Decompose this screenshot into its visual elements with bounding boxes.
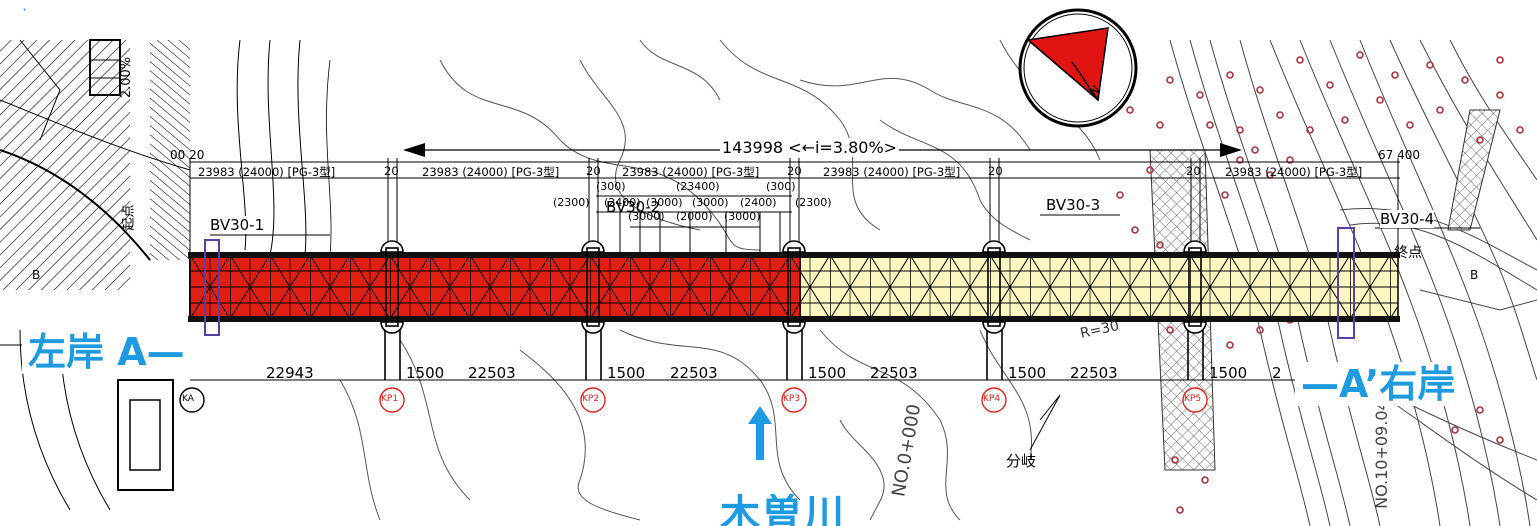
bridge-deck xyxy=(188,227,1400,339)
end-point-label: 終点 xyxy=(1394,245,1422,261)
joint-label: 20 xyxy=(1186,164,1201,178)
bottom-dim: 2 xyxy=(1272,364,1282,382)
pier-label-KP1: KP1 xyxy=(381,394,399,404)
km-label-right: NO.10+09.044 xyxy=(1371,390,1391,509)
left-bank-label: 左岸 A— xyxy=(22,330,191,374)
pier-label-KA: KA xyxy=(182,394,194,404)
left-bank-terrain xyxy=(0,39,332,511)
span-label: 23983 (24000) [PG-3型] xyxy=(198,165,336,179)
pier-label-KP2: KP2 xyxy=(582,394,600,404)
span-label: 23983 (24000) [PG-3型] xyxy=(622,165,760,179)
title-partial: · xyxy=(22,0,28,19)
detail-dim: (2300) xyxy=(553,196,590,209)
detail-dim: (300) xyxy=(596,180,626,193)
bottom-dimension-row: 22943 1500 22503 1500 22503 1500 22503 1… xyxy=(0,364,1537,382)
right-edge-dim: 67 400 xyxy=(1378,148,1420,162)
joint-label: 20 xyxy=(384,164,399,178)
section-mark-left: B xyxy=(32,268,41,282)
left-edge-dim: 00 20 xyxy=(170,148,205,162)
bottom-dim: 1500 xyxy=(406,364,445,382)
compass-icon xyxy=(1018,8,1138,128)
span-label: 23983 (24000) [PG-3型] xyxy=(422,165,560,179)
bottom-dim: 1500 xyxy=(808,364,847,382)
detail-dim: (3000) xyxy=(692,196,729,209)
joint-label: 20 xyxy=(787,164,802,178)
river-flow-arrow-icon xyxy=(748,406,772,460)
detail-dim: (3000) xyxy=(724,210,761,223)
detail-dim: (2400) xyxy=(740,196,777,209)
pier-columns xyxy=(380,240,1207,380)
river-label: 木曽川 xyxy=(720,492,846,526)
pier-label-KP5: KP5 xyxy=(1184,394,1202,404)
bottom-dim: 1500 xyxy=(1209,364,1248,382)
span-label-row: 23983 (24000) [PG-3型] 20 23983 (24000) [… xyxy=(190,164,1400,180)
bent-label-4: BV30-4 xyxy=(1380,210,1435,228)
grade-label: 2.00% xyxy=(119,56,135,99)
bent-label-1: BV30-1 xyxy=(210,216,265,234)
detail-dim: (3000) xyxy=(628,210,665,223)
branch-leader xyxy=(1029,394,1061,451)
joint-label: 20 xyxy=(988,164,1003,178)
bottom-dim: 22503 xyxy=(870,364,918,382)
detail-dim: (2400) xyxy=(604,196,641,209)
bottom-dim: 22943 xyxy=(266,364,314,382)
section-mark-right: B xyxy=(1470,268,1479,282)
joint-label: 20 xyxy=(586,164,601,178)
branch-label: 分岐 xyxy=(1006,452,1037,470)
bottom-dim: 1500 xyxy=(1008,364,1047,382)
pier-label-KP4: KP4 xyxy=(983,394,1001,404)
start-point-label: 起点 xyxy=(121,204,137,231)
detail-dim: (3000) xyxy=(646,196,683,209)
total-length-label: 143998 <←i=3.80%> xyxy=(720,138,900,157)
right-bank-label: —A’右岸 xyxy=(1295,362,1462,406)
span-dimension-ticks xyxy=(189,158,1399,255)
bottom-dim: 22503 xyxy=(468,364,516,382)
bottom-dim: 1500 xyxy=(607,364,646,382)
bottom-dim: 22503 xyxy=(1070,364,1118,382)
bent-label-2: BV30-2 xyxy=(606,198,661,216)
detail-dim: (2000) xyxy=(676,210,713,223)
bent-label-3: BV30-3 xyxy=(1046,196,1101,214)
span-label: 23983 (24000) [PG-3型] xyxy=(1225,165,1363,179)
detail-dim: (2300) xyxy=(795,196,832,209)
detail-dim: (23400) xyxy=(676,180,720,193)
detail-dim: (300) xyxy=(766,180,796,193)
bottom-dim: 22503 xyxy=(670,364,718,382)
span-label: 23983 (24000) [PG-3型] xyxy=(823,165,961,179)
pier-label-KP3: KP3 xyxy=(783,394,801,404)
detail-dim-lines xyxy=(210,195,1480,255)
pier-bubbles xyxy=(179,387,1208,413)
